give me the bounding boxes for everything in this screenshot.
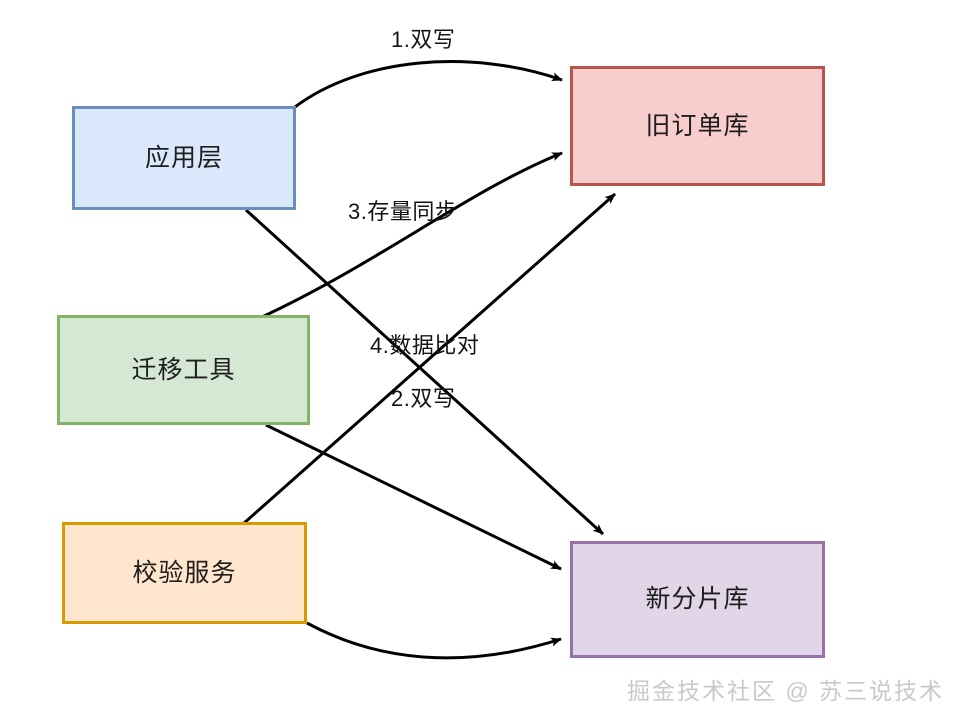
edge-validation-to-old-db xyxy=(242,192,616,526)
edge-label-dual-write-1: 1.双写 xyxy=(391,27,456,52)
node-migration-tool-label: 迁移工具 xyxy=(131,355,236,384)
watermark: 掘金技术社区 @ 苏三说技术 xyxy=(627,678,945,704)
node-app-layer-label: 应用层 xyxy=(144,143,223,172)
edge-validation-to-new-db xyxy=(306,621,562,660)
edge-app-to-new-db xyxy=(244,208,605,536)
edge-label-stock-sync: 3.存量同步 xyxy=(348,199,458,224)
edge-label-data-compare: 4.数据比对 xyxy=(370,333,480,358)
edge-app-to-old-db xyxy=(294,60,563,109)
node-old-order-db-label: 旧订单库 xyxy=(645,111,750,140)
node-new-sharded-db[interactable]: 新分片库 xyxy=(570,541,825,658)
edge-migration-to-old-db xyxy=(261,151,563,319)
node-old-order-db[interactable]: 旧订单库 xyxy=(570,66,825,186)
edge-migration-to-new-db xyxy=(265,423,562,571)
node-migration-tool[interactable]: 迁移工具 xyxy=(57,315,310,425)
node-validation-service-label: 校验服务 xyxy=(132,558,237,587)
node-validation-service[interactable]: 校验服务 xyxy=(62,522,307,624)
edge-label-dual-write-2: 2.双写 xyxy=(391,386,456,411)
node-new-sharded-db-label: 新分片库 xyxy=(645,585,750,613)
node-app-layer[interactable]: 应用层 xyxy=(72,106,296,210)
